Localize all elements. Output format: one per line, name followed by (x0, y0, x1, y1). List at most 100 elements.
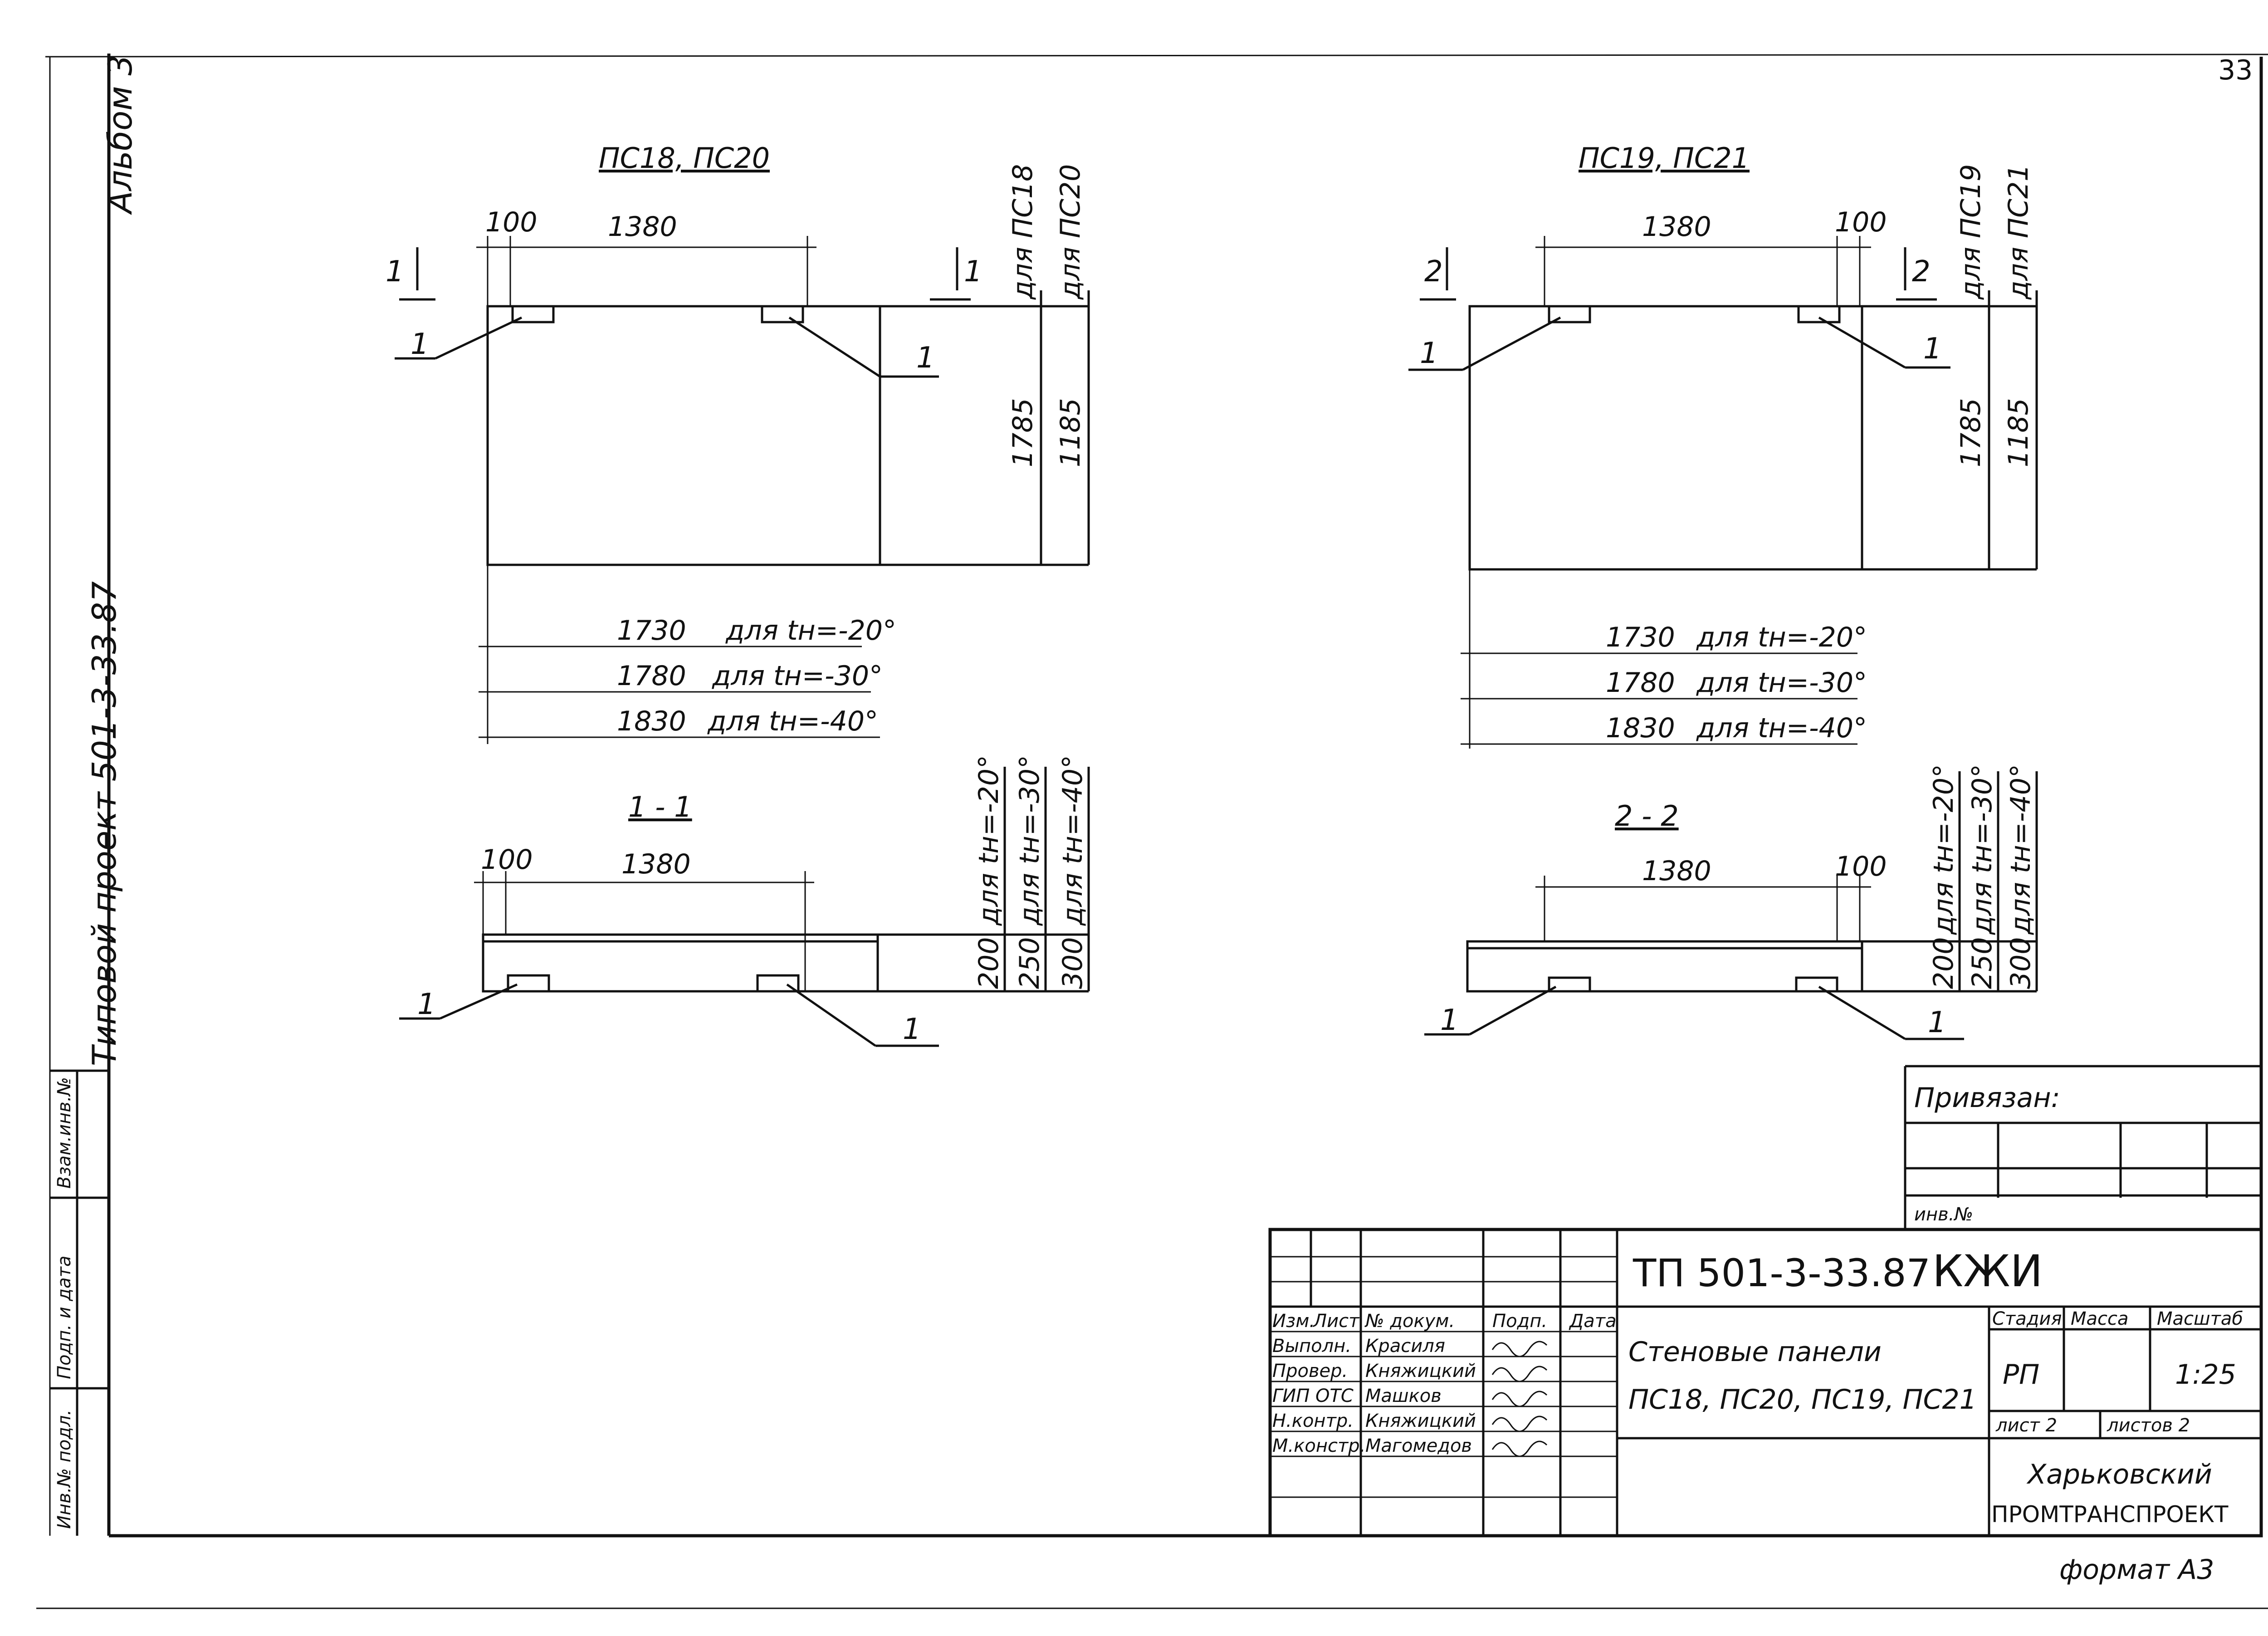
left-plan-bottom-3-val: 1830 (617, 705, 686, 737)
right-plan-bottom-1-lbl: для tн=-20° (1696, 622, 1867, 653)
signature-marks (1491, 1341, 1548, 1457)
left-section-col-3: для tн=-40° (1057, 755, 1089, 926)
tb-org-line2: ПРОМТРАНСПРОЕКТ (1991, 1501, 2229, 1528)
left-plan-dim-small: 100 (485, 206, 538, 238)
left-section-col-2: для tн=-30° (1014, 755, 1046, 926)
sheet-number: 33 (2218, 54, 2253, 86)
stamp-cell-1: Взам.инв.№ (54, 1077, 75, 1189)
left-plan-bottom-3-lbl: для tн=-40° (707, 705, 878, 737)
left-section-leader-b: 1 (903, 1013, 921, 1046)
tb-name-3: Машков (1365, 1386, 1442, 1406)
tb-stage-header: Стадия (1992, 1308, 2062, 1329)
right-section-dim-width: 1380 (1642, 855, 1711, 887)
right-plan-bottom-1-val: 1730 (1606, 622, 1675, 653)
tb-col-sign: Подп. (1492, 1311, 1547, 1332)
tb-col-doc: № докум. (1364, 1311, 1455, 1332)
right-section-col-2: для tн=-30° (1966, 764, 1998, 935)
tb-scale: 1:25 (2175, 1359, 2236, 1391)
right-section-thk-3: 300 (2005, 937, 2037, 989)
right-plan-bottom-2-val: 1780 (1606, 667, 1675, 699)
left-plan-height-1: 1785 (1007, 398, 1039, 467)
tb-code: ТП 501-3-33.87 (1633, 1251, 1931, 1295)
right-section-title: 2 - 2 (1615, 799, 1679, 833)
right-section-mark-a: 2 (1424, 255, 1443, 289)
tb-mark: КЖИ (1932, 1246, 2043, 1297)
left-section-dim-width: 1380 (621, 848, 691, 880)
right-plan-height-2: 1185 (2003, 398, 2034, 467)
tb-scale-header: Масштаб (2157, 1308, 2243, 1329)
tb-name-5: Магомедов (1365, 1435, 1472, 1456)
side-stamp: Альбом 3 Типовой проект 501-3-33.87 Взам… (50, 55, 139, 1536)
left-section-thk-2: 250 (1014, 937, 1046, 989)
binding-label: Привязан: (1914, 1082, 2060, 1114)
tb-role-3: ГИП ОТС (1272, 1386, 1354, 1406)
tb-mass-header: Масса (2071, 1308, 2129, 1329)
left-plan-col-2: для ПС20 (1055, 164, 1086, 300)
left-plan-bottom-2-val: 1780 (617, 660, 686, 692)
tb-role-2: Провер. (1272, 1361, 1348, 1381)
left-section-mark-b: 1 (964, 255, 982, 289)
right-plan-dim-small: 100 (1835, 206, 1887, 238)
right-plan-bottom-3-val: 1830 (1606, 712, 1675, 744)
left-plan-bottom-1-lbl: для tн=-20° (725, 615, 896, 647)
left-plan-leader-a: 1 (411, 328, 429, 361)
tb-stage: РП (2003, 1359, 2039, 1391)
right-section-dim-small: 100 (1835, 851, 1887, 882)
right-plan-leader-a: 1 (1420, 337, 1438, 370)
tb-col-izm: Изм. (1272, 1311, 1315, 1332)
right-plan-dim-width: 1380 (1642, 211, 1711, 243)
left-section-thk-1: 200 (973, 937, 1005, 989)
right-section-col-1: для tн=-20° (1928, 764, 1960, 935)
left-plan-leader-b: 1 (916, 341, 935, 375)
right-plan-height-1: 1785 (1955, 398, 1987, 467)
left-section-thk-3: 300 (1057, 937, 1089, 989)
left-section-col-1: для tн=-20° (973, 755, 1005, 926)
right-section-leader-b: 1 (1928, 1006, 1946, 1039)
tb-name-line2: ПС18, ПС20, ПС19, ПС21 (1628, 1384, 1977, 1416)
format-label: формат А3 (2059, 1554, 2214, 1586)
tb-name-4: Княжицкий (1365, 1411, 1476, 1431)
left-plan-bottom-2-lbl: для tн=-30° (712, 660, 883, 692)
right-section-thk-2: 250 (1966, 937, 1998, 989)
stamp-cell-3: Инв.№ подл. (54, 1410, 75, 1529)
binding-block: Привязан: инв.№ (1904, 1065, 2261, 1231)
right-plan-leader-b: 1 (1923, 332, 1942, 366)
tb-name-1: Красиля (1365, 1336, 1445, 1357)
album-label: Альбом 3 (101, 55, 139, 215)
left-section-leader-a: 1 (417, 988, 436, 1021)
tb-name-2: Княжицкий (1365, 1361, 1476, 1381)
right-plan-col-2: для ПС21 (2003, 164, 2034, 300)
left-plan-height-2: 1185 (1055, 398, 1086, 467)
tb-name-line1: Стеновые панели (1628, 1336, 1882, 1368)
tb-sheets: листов 2 (2107, 1415, 2190, 1436)
tb-sheet: лист 2 (1995, 1415, 2057, 1436)
tb-col-list: Лист (1312, 1311, 1360, 1332)
tb-col-date: Дата (1569, 1311, 1617, 1332)
left-plan-col-1: для ПС18 (1007, 164, 1039, 300)
tb-org-line1: Харьковский (2026, 1459, 2212, 1490)
stamp-cell-2: Подп. и дата (54, 1256, 75, 1379)
right-plan-view: ПС19, ПС21 1380 100 2 2 1 1 для ПС19 для… (1408, 142, 2038, 749)
right-section-view: 2 - 2 1380 100 1 1 для tн=-20° для tн=-3… (1424, 764, 2038, 1040)
left-plan-dim-width: 1380 (608, 211, 677, 243)
tb-role-4: Н.контр. (1272, 1411, 1354, 1431)
left-plan-view: ПС18, ПС20 100 1380 1 1 1 1 для ПС18 д (386, 142, 1090, 744)
title-block: Изм. Лист № докум. Подп. Дата Выполн. Кр… (1268, 1228, 2263, 1538)
right-plan-col-1: для ПС19 (1955, 164, 1987, 300)
right-section-mark-b: 2 (1912, 255, 1931, 289)
right-plan-bottom-3-lbl: для tн=-40° (1696, 712, 1867, 744)
left-plan-title: ПС18, ПС20 (599, 142, 770, 175)
left-section-title: 1 - 1 (628, 790, 692, 823)
left-plan-bottom-1-val: 1730 (617, 615, 686, 647)
tb-role-1: Выполн. (1272, 1336, 1351, 1357)
right-plan-bottom-2-lbl: для tн=-30° (1696, 667, 1867, 699)
right-plan-title: ПС19, ПС21 (1579, 142, 1750, 175)
right-section-col-3: для tн=-40° (2005, 764, 2037, 935)
right-section-leader-a: 1 (1440, 1004, 1459, 1037)
tb-role-5: М.констр. (1272, 1435, 1365, 1456)
right-section-thk-1: 200 (1928, 937, 1960, 989)
project-label: Типовой проект 501-3-33.87 (85, 581, 123, 1066)
left-section-mark-a: 1 (386, 255, 404, 289)
binding-inv-label: инв.№ (1914, 1204, 1973, 1225)
